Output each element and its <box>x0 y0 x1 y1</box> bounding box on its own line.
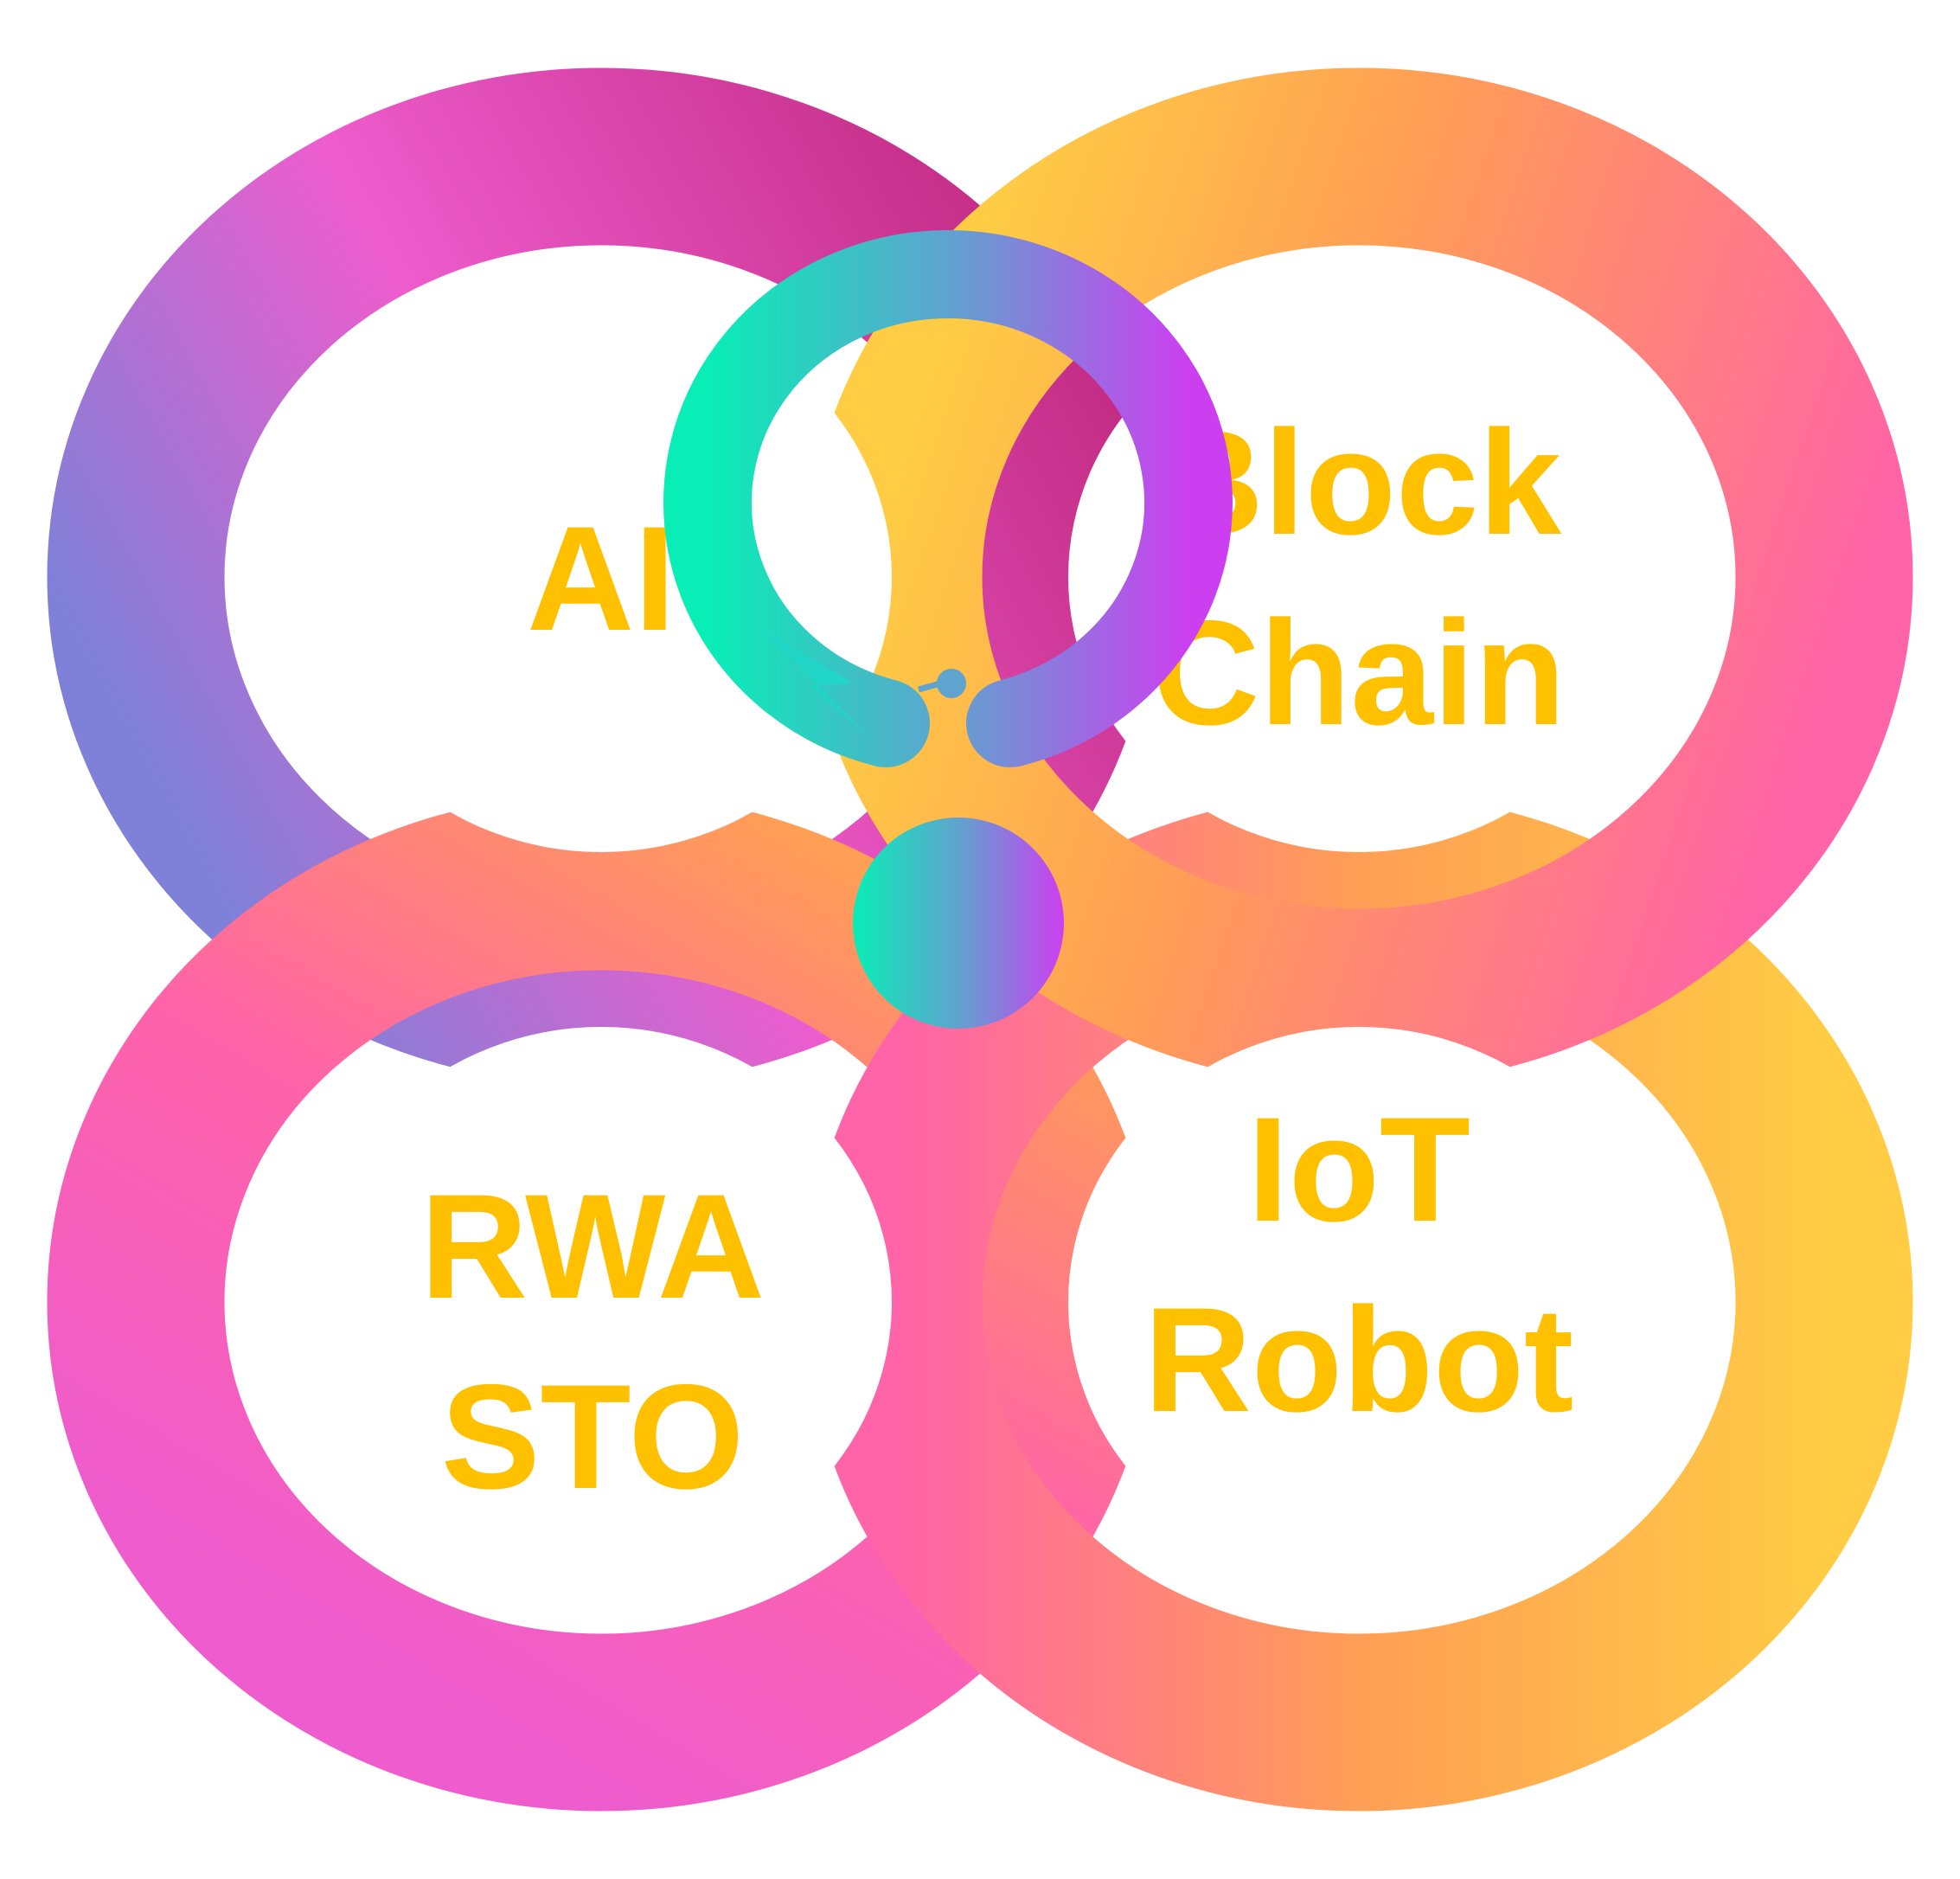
ring-iot-robot <box>804 792 1913 1812</box>
label-ai: AI <box>527 496 676 662</box>
ring-rwa-sto <box>47 792 1156 1812</box>
ring-blockchain <box>804 67 1913 1087</box>
label-robot: Robot <box>1144 1277 1574 1443</box>
ring-hole-rwa-sto <box>311 1027 892 1577</box>
label-rwa: RWA <box>420 1164 765 1330</box>
ring-ai <box>47 67 1156 1087</box>
label-chain: Chain <box>1152 590 1566 756</box>
label-sto: STO <box>441 1354 744 1520</box>
label-iot: IoT <box>1247 1087 1470 1253</box>
ring-hole-iot-robot <box>1068 1027 1649 1577</box>
dragon-ring-logo-icon <box>663 230 1233 1029</box>
